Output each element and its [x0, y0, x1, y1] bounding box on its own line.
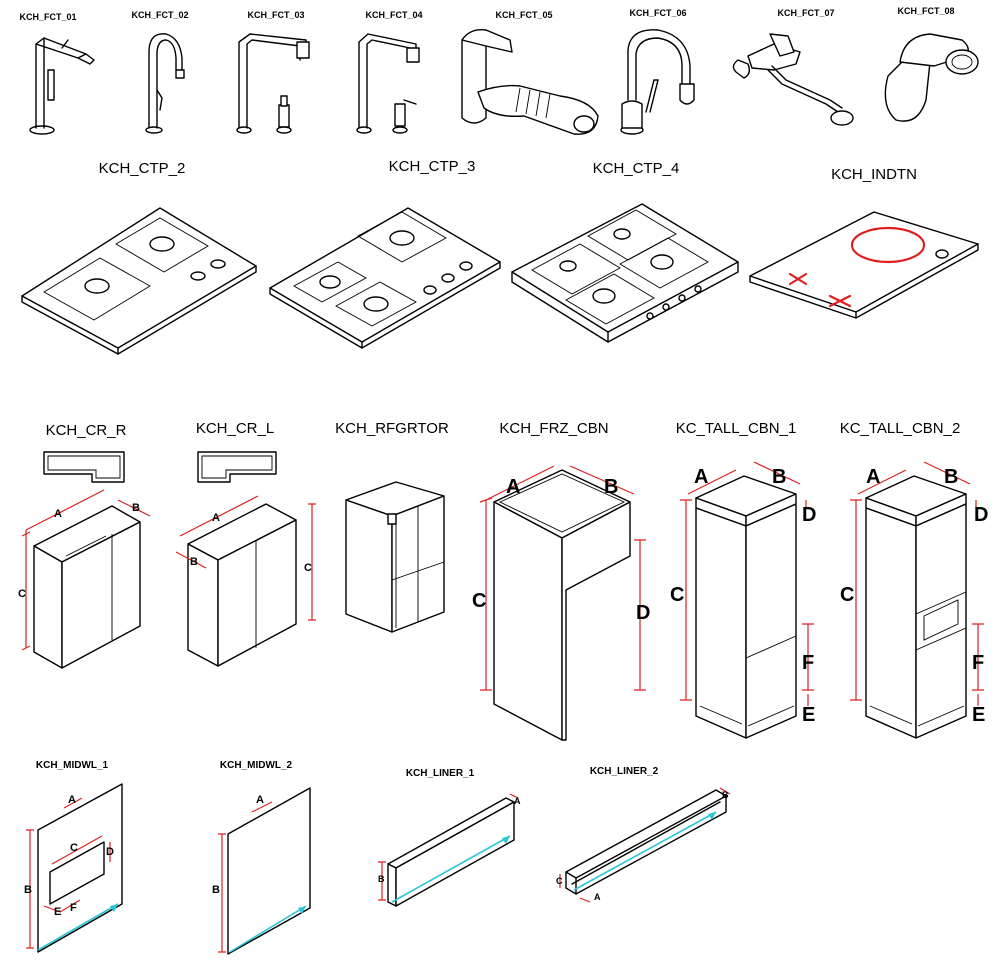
dim-cr-l-c: C: [304, 562, 312, 574]
dim-liner1-b: B: [378, 874, 385, 884]
cabinet-label-tall-2: KC_TALL_CBN_2: [839, 420, 961, 437]
cooktop-3-burner-drawing[interactable]: [269, 207, 501, 349]
faucet-06-drawing[interactable]: [620, 29, 695, 135]
faucet-05-drawing[interactable]: [461, 29, 599, 135]
dim-midwl2-b: B: [212, 884, 220, 896]
dim-midwl1-c: C: [70, 842, 78, 854]
dim-midwl2-a: A: [256, 794, 264, 806]
faucet-label-06: KCH_FCT_06: [629, 8, 687, 18]
dim-tall2-e: E: [972, 704, 986, 726]
dim-tall2-a: A: [866, 466, 881, 488]
midwall-2-panel-drawing[interactable]: [218, 787, 311, 955]
dim-frz-d: D: [636, 602, 651, 624]
dim-cr-r-c: C: [18, 588, 26, 600]
cooktop-label-induction: KCH_INDTN: [831, 166, 917, 183]
cooktop-label-4: KCH_CTP_4: [592, 160, 680, 177]
midwall-1-panel-drawing[interactable]: [26, 783, 123, 953]
faucet-02-drawing[interactable]: [145, 33, 185, 134]
dim-midwl1-b: B: [24, 884, 32, 896]
dim-midwl1-a: A: [68, 794, 76, 806]
dim-liner1-a: A: [514, 796, 521, 806]
cooktop-4-burner-drawing[interactable]: [511, 203, 739, 343]
dim-cr-r-b: B: [132, 502, 140, 514]
liner-2-drawing[interactable]: [559, 787, 731, 903]
faucet-04-drawing[interactable]: [356, 33, 420, 134]
faucet-label-07: KCH_FCT_07: [777, 8, 835, 18]
freezer-cabinet-drawing[interactable]: [479, 465, 646, 741]
faucet-label-04: KCH_FCT_04: [365, 10, 423, 20]
cooktop-2-burner-drawing[interactable]: [21, 207, 257, 355]
cabinet-label-tall-1: KC_TALL_CBN_1: [675, 420, 797, 437]
dim-tall1-e: E: [802, 704, 816, 726]
faucet-03-drawing[interactable]: [236, 33, 310, 134]
dim-liner2-c: C: [556, 876, 563, 886]
faucet-07-drawing[interactable]: [732, 33, 854, 126]
dim-frz-a: A: [506, 476, 521, 498]
cabinet-label-freezer: KCH_FRZ_CBN: [499, 420, 609, 437]
faucet-label-05: KCH_FCT_05: [495, 10, 553, 20]
liner-1-drawing[interactable]: [378, 793, 519, 907]
dim-liner2-a: A: [594, 892, 601, 902]
dim-midwl1-d: D: [106, 846, 114, 858]
dim-frz-b: B: [604, 476, 619, 498]
dim-liner2-b: B: [722, 790, 729, 800]
faucet-08-drawing[interactable]: [884, 33, 979, 122]
tall-cabinet-1-drawing[interactable]: [680, 461, 814, 739]
dim-frz-c: C: [472, 590, 487, 612]
dim-tall1-c: C: [670, 584, 685, 606]
panel-label-midwall-2: KCH_MIDWL_2: [219, 760, 293, 771]
cabinet-label-refrigerator: KCH_RFGRTOR: [335, 420, 449, 437]
panel-label-liner-1: KCH_LINER_1: [405, 768, 475, 779]
dim-tall2-f: F: [972, 652, 985, 674]
dim-tall1-b: B: [772, 466, 787, 488]
faucet-label-01: KCH_FCT_01: [19, 12, 77, 22]
refrigerator-drawing[interactable]: [345, 481, 445, 633]
dim-midwl1-f: F: [70, 902, 77, 914]
cabinet-label-cr-r: KCH_CR_R: [45, 422, 127, 439]
faucet-01-drawing[interactable]: [29, 37, 95, 135]
panel-label-midwall-1: KCH_MIDWL_1: [35, 760, 109, 771]
cabinet-label-cr-l: KCH_CR_L: [195, 420, 275, 437]
faucet-label-03: KCH_FCT_03: [247, 10, 305, 20]
faucet-label-02: KCH_FCT_02: [131, 10, 189, 20]
induction-cooktop-drawing[interactable]: [749, 211, 979, 319]
dim-tall1-d: D: [802, 504, 817, 526]
dim-tall2-d: D: [974, 504, 989, 526]
corner-cabinet-left-drawing[interactable]: [175, 451, 316, 667]
dim-tall1-f: F: [802, 652, 815, 674]
corner-cabinet-right-drawing[interactable]: [21, 451, 151, 669]
dim-tall2-b: B: [944, 466, 959, 488]
cooktop-label-3: KCH_CTP_3: [388, 158, 476, 175]
faucet-label-08: KCH_FCT_08: [897, 6, 955, 16]
dim-tall2-c: C: [840, 584, 855, 606]
dim-tall1-a: A: [694, 466, 709, 488]
dim-cr-l-a: A: [212, 512, 220, 524]
cooktop-label-2: KCH_CTP_2: [98, 160, 186, 177]
dim-midwl1-e: E: [54, 906, 62, 918]
dim-cr-l-b: B: [190, 556, 198, 568]
tall-cabinet-2-drawing[interactable]: [850, 461, 984, 739]
dim-cr-r-a: A: [54, 508, 62, 520]
panel-label-liner-2: KCH_LINER_2: [589, 766, 659, 777]
